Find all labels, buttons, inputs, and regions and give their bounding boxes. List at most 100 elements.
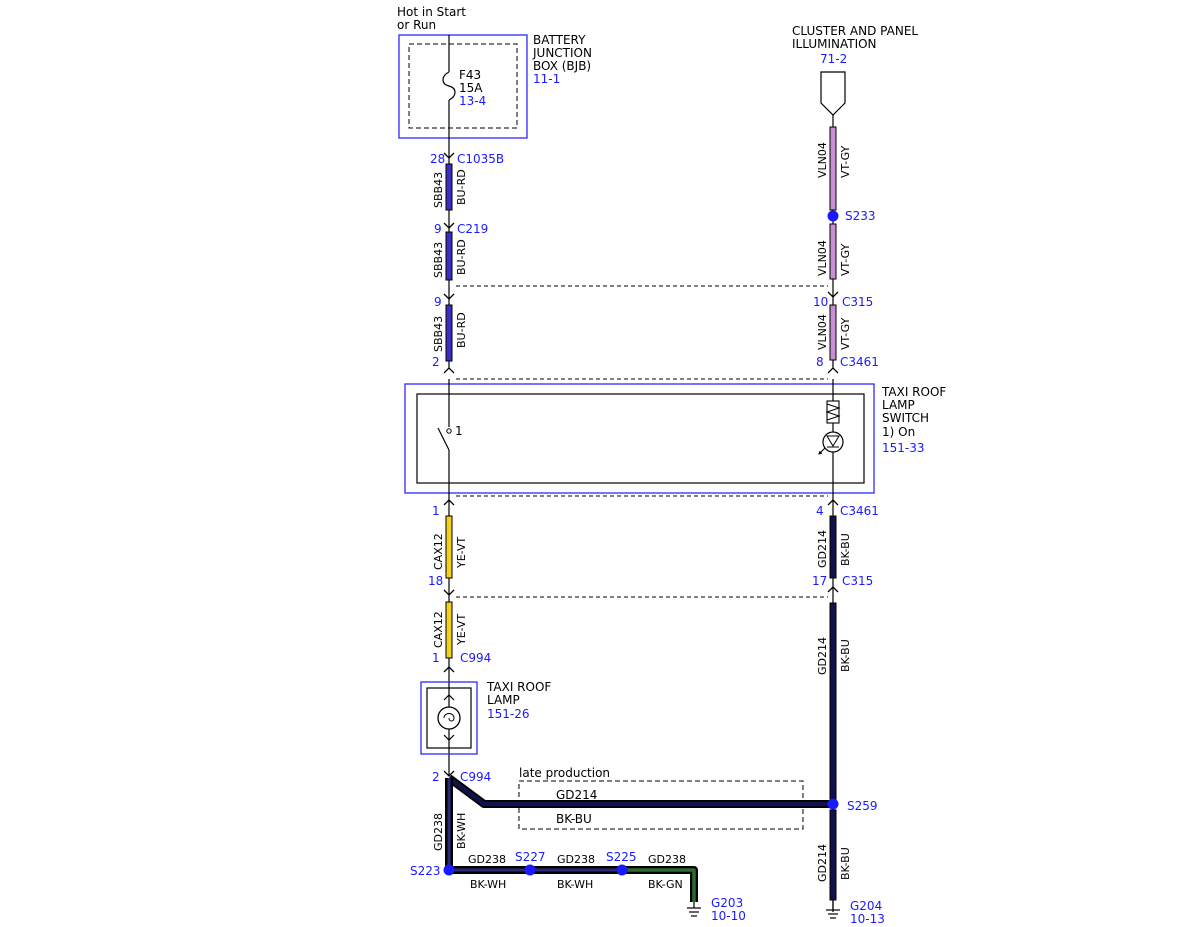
wire-label-gd238-vertical: GD238 (432, 813, 445, 851)
bjb-outer-box (398, 34, 528, 139)
wire-label-sbb43-2: SBB43 (432, 242, 445, 278)
splice-s225-dot (616, 864, 628, 876)
pin-10: 10 (813, 295, 828, 309)
color-label-ye-vt-2: YE-VT (455, 613, 468, 646)
right-vln04-segments (829, 115, 837, 368)
conn-c315-b: C315 (842, 574, 873, 588)
ground-g203-ref: 10-10 (711, 909, 746, 923)
pin-4: 4 (816, 504, 824, 518)
wire-gd214-late-outline (446, 774, 833, 808)
splice-s259: S259 (847, 799, 878, 813)
wire-label-gd238-1: GD238 (468, 853, 506, 866)
color-label-vt-gy-3: VT-GY (839, 317, 852, 350)
hot-label-line2: or Run (397, 18, 436, 32)
led-ray-icon (818, 447, 826, 455)
conn-c219: C219 (457, 222, 488, 236)
fuse-icon (442, 71, 456, 101)
lamp-ref: 151-26 (487, 707, 530, 721)
wire-label-gd214-2: GD214 (816, 637, 829, 675)
color-label-bk-gn: BK-GN (648, 878, 683, 891)
wire-gd214-seg3 (829, 809, 837, 901)
color-label-bk-wh-vertical: BK-WH (455, 813, 468, 849)
wire-cax12-seg2 (445, 601, 453, 659)
left-sbb43-segments (445, 160, 453, 368)
wire-gd214-late (447, 776, 833, 807)
color-label-vt-gy-2: VT-GY (839, 243, 852, 276)
pin-1a: 1 (432, 504, 440, 518)
wire-gd214-seg1 (829, 515, 837, 579)
wire-gd214-seg2 (829, 602, 837, 801)
splice-s227-dot (524, 864, 536, 876)
wire-vln04-seg3 (829, 304, 837, 361)
splice-s227: S227 (515, 850, 546, 864)
bjb-ref: 11-1 (533, 72, 560, 86)
pin-2b: 2 (432, 770, 440, 784)
pin-8: 8 (816, 355, 824, 369)
fuse-ref: 13-4 (459, 94, 486, 108)
conn-c3461-b: C3461 (840, 504, 879, 518)
conn-c1035b: C1035B (457, 152, 504, 166)
wire-label-gd238-2: GD238 (557, 853, 595, 866)
wire-label-sbb43-3: SBB43 (432, 316, 445, 352)
color-label-bu-rd-2: BU-RD (455, 239, 468, 275)
splice-s259-dot (827, 798, 839, 810)
switch-outer-box (404, 383, 875, 494)
fuse-name: F43 (459, 68, 481, 82)
splice-s223-dot (443, 864, 455, 876)
pin-17: 17 (812, 574, 827, 588)
wire-label-cax12-2: CAX12 (432, 611, 445, 648)
lamp-label-line1: TAXI ROOF (486, 680, 551, 694)
splice-s225: S225 (606, 850, 637, 864)
wire-label-gd214-3: GD214 (816, 844, 829, 882)
lamp-filament-icon (443, 713, 455, 722)
conn-c994-a: C994 (460, 651, 491, 665)
splice-s233-dot (827, 210, 839, 222)
wire-vln04-seg2 (829, 223, 837, 280)
cluster-label-line2: ILLUMINATION (792, 37, 877, 51)
splice-s223: S223 (410, 864, 441, 878)
switch-label-line2: LAMP (882, 398, 915, 412)
led-triangle-icon (826, 435, 840, 447)
wire-label-gd214-1: GD214 (816, 530, 829, 568)
wire-sbb43-seg3 (445, 304, 453, 362)
ground-g203-icon (687, 902, 701, 917)
splice-s233: S233 (845, 209, 876, 223)
pin-28: 28 (430, 152, 445, 166)
cluster-ref: 71-2 (820, 52, 847, 66)
color-label-bu-rd-1: BU-RD (455, 169, 468, 205)
late-production-wire: GD214 (556, 788, 597, 802)
wire-vln04-seg1 (829, 126, 837, 211)
bjb-label-line3: BOX (BJB) (533, 59, 591, 73)
ground-g204-icon (826, 900, 840, 919)
late-production-label: late production (519, 766, 610, 780)
wire-label-vln04-3: VLN04 (816, 314, 829, 350)
conn-c994-b: C994 (460, 770, 491, 784)
color-label-bu-rd-3: BU-RD (455, 312, 468, 348)
wire-label-gd238-3: GD238 (648, 853, 686, 866)
ground-g203: G203 (711, 896, 743, 910)
color-label-bk-bu-2: BK-BU (839, 639, 852, 672)
color-label-ye-vt-1: YE-VT (455, 536, 468, 569)
hot-label-line1: Hot in Start (397, 5, 466, 19)
pin-9b: 9 (434, 295, 442, 309)
wire-bk-gn (622, 868, 696, 902)
bjb-label-line2: JUNCTION (532, 46, 592, 60)
pin-chevron-left-2 (443, 367, 455, 374)
lamp-outer-box (420, 681, 478, 755)
ground-g204-ref: 10-13 (850, 912, 885, 926)
late-production-color: BK-BU (556, 812, 592, 826)
pin-2: 2 (432, 355, 440, 369)
pin-9a: 9 (434, 222, 442, 236)
switch-label-line3: SWITCH (882, 411, 929, 425)
wire-label-cax12-1: CAX12 (432, 533, 445, 570)
pin-1b: 1 (432, 651, 440, 665)
pin-chevron-c1035b (443, 152, 455, 159)
switch-inner-box (416, 393, 865, 484)
ground-g204: G204 (850, 899, 882, 913)
switch-ref: 151-33 (882, 441, 925, 455)
wire-cax12-seg1 (445, 515, 453, 579)
wire-sbb43-seg2 (445, 231, 453, 281)
wire-sbb43-seg1 (445, 163, 453, 211)
color-label-bk-bu-3: BK-BU (839, 847, 852, 880)
